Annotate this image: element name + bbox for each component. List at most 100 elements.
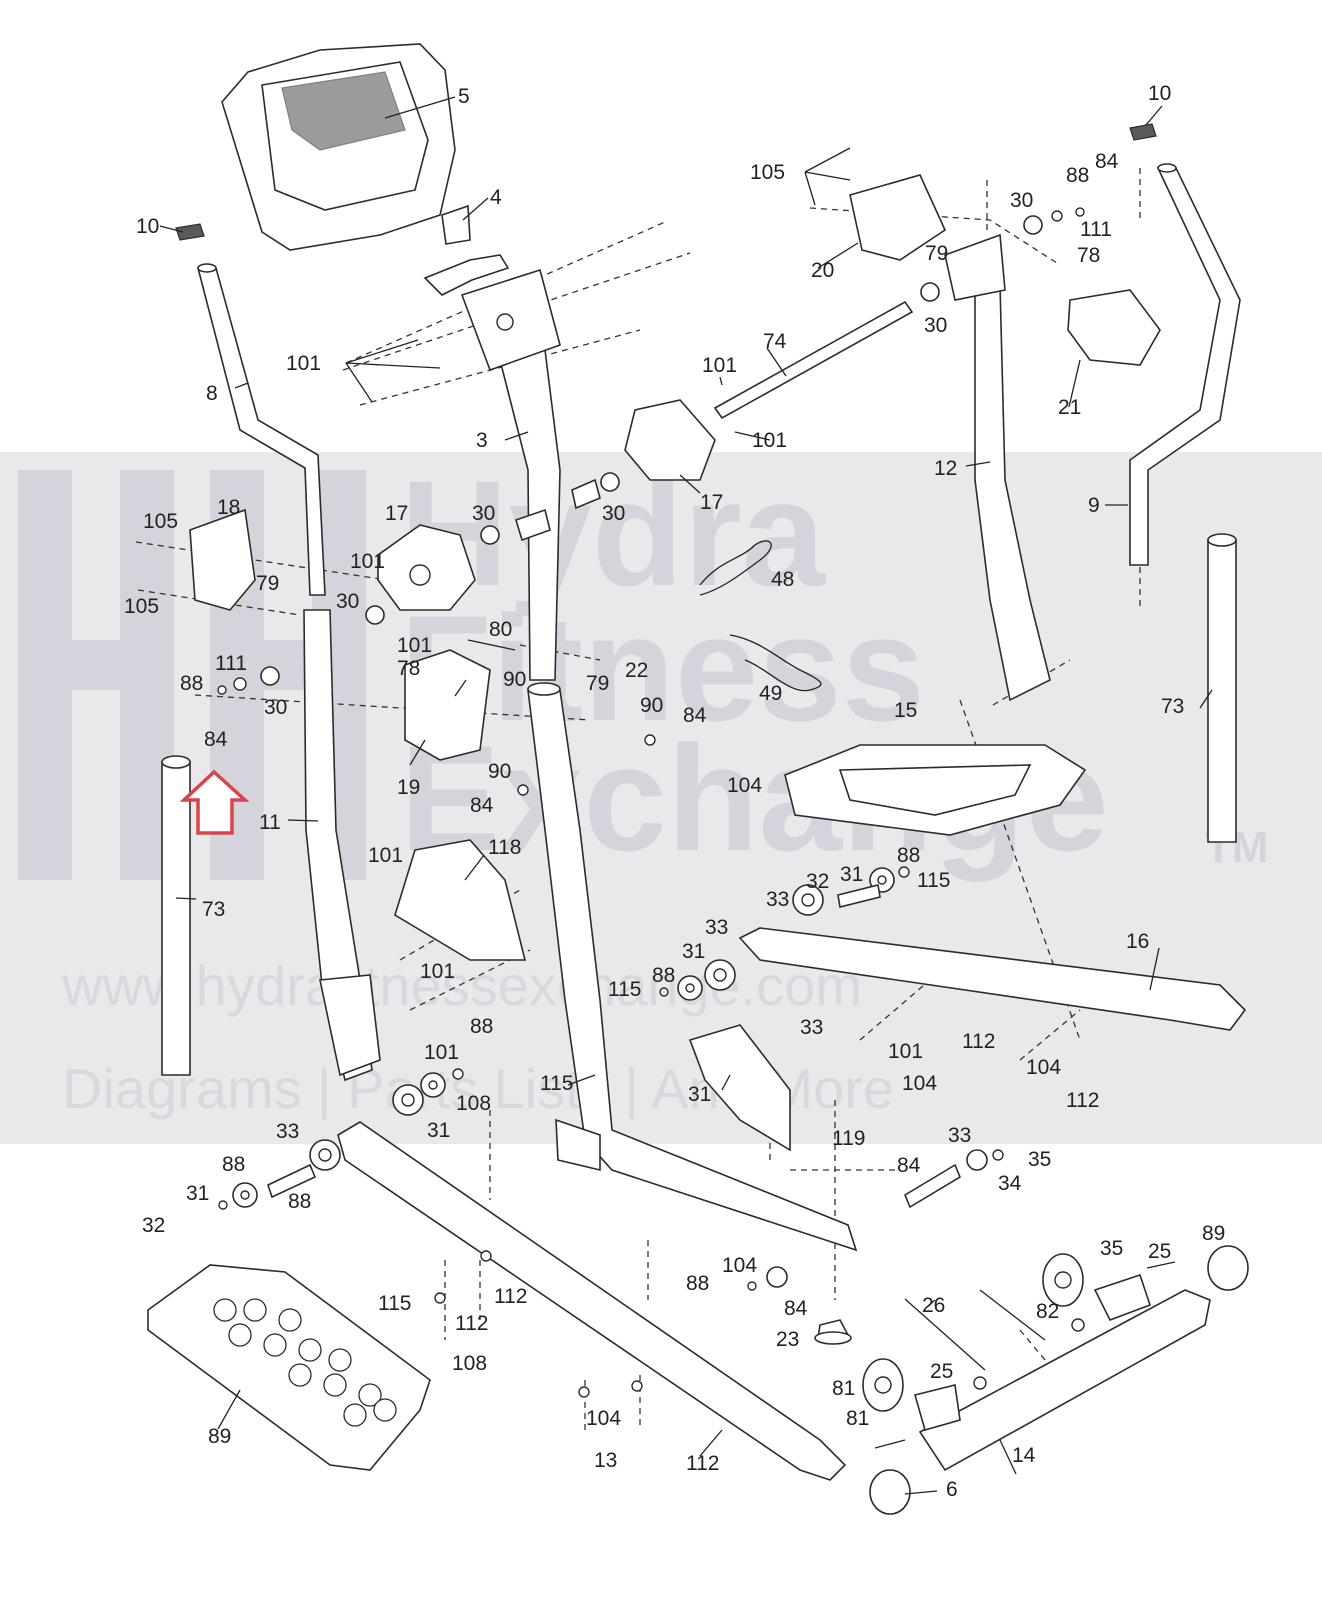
console-part-5 (221, 43, 456, 251)
label-79-top: 79 (925, 242, 948, 265)
label-108-b: 112 (455, 1312, 488, 1335)
label-10-right: 10 (1148, 82, 1171, 105)
label-84-c: 84 (470, 794, 494, 817)
label-23-a: 89 (1202, 1222, 1225, 1245)
label-31-c: 108 (456, 1092, 491, 1115)
label-81-b: 25 (930, 1360, 953, 1383)
label-89-b: 81 (846, 1407, 869, 1430)
label-101-c: 101 (350, 550, 385, 573)
left-lower-arm-part-11 (303, 609, 381, 1082)
label-74: 74 (763, 330, 787, 353)
label-33-d: 33 (276, 1120, 299, 1143)
pedal-part-13 (147, 1264, 431, 1471)
label-101-left: 101 (286, 352, 321, 375)
label-115-a: 115 (917, 869, 950, 892)
label-84-top: 84 (1095, 150, 1119, 173)
label-79-mid: 79 (586, 672, 609, 695)
label-30-b: 30 (472, 502, 495, 525)
label-11: 11 (259, 811, 281, 834)
end-caps-part-10 (175, 123, 1157, 241)
pedal-part-15 (784, 744, 1087, 836)
label-34: 84 (897, 1154, 921, 1177)
label-105-left-a: 105 (143, 510, 178, 533)
label-30-d: 30 (336, 590, 359, 613)
label-78-left: 78 (397, 657, 420, 680)
shrouds (189, 174, 1161, 1152)
label-10-left: 10 (136, 215, 159, 238)
label-89-a: 25 (1148, 1240, 1171, 1263)
frame-part-1 (527, 682, 858, 1252)
label-112-a: 101 (888, 1040, 923, 1063)
label-17-left: 17 (385, 502, 408, 525)
label-105-left-b: 105 (124, 595, 159, 618)
label-101-g: 33 (800, 1016, 823, 1039)
pedal-arm-part-16 (738, 927, 1247, 1031)
label-31-b: 31 (682, 940, 705, 963)
small-hardware (217, 207, 1176, 1449)
label-84-highlight: 84 (204, 728, 228, 751)
label-101-e: 101 (368, 844, 403, 867)
label-22: 22 (625, 659, 648, 682)
label-88-b: 88 (897, 844, 920, 867)
label-1: 115 (540, 1072, 573, 1095)
label-80: 80 (489, 618, 512, 641)
label-23-b: 6 (946, 1478, 958, 1501)
label-112-b: 104 (1026, 1056, 1061, 1079)
label-33-a: 33 (766, 888, 789, 911)
label-79-left: 79 (256, 572, 279, 595)
label-25-b: 81 (832, 1377, 855, 1400)
label-12: 12 (934, 457, 957, 480)
label-115-c: 88 (470, 1015, 493, 1038)
label-104-a: 104 (727, 774, 762, 797)
label-48: 48 (771, 568, 794, 591)
label-90-b: 90 (640, 694, 663, 717)
label-78-top: 78 (1077, 244, 1100, 267)
label-35-a: 33 (948, 1124, 971, 1147)
label-3: 3 (476, 429, 488, 452)
label-9: 9 (1088, 494, 1100, 517)
label-88-top: 88 (1066, 164, 1089, 187)
label-111-left: 111 (215, 652, 247, 675)
label-4: 4 (490, 186, 502, 209)
label-30-c: 30 (602, 502, 625, 525)
label-15: 15 (894, 699, 917, 722)
label-90-c: 90 (488, 760, 511, 783)
label-105-top: 105 (750, 161, 785, 184)
label-30-e: 30 (264, 696, 287, 719)
part-labels: 5 4 10 10 105 88 84 30 111 78 79 20 30 1… (124, 82, 1225, 1501)
label-84-d: 35 (1028, 1148, 1051, 1171)
label-81-a: 82 (1036, 1300, 1059, 1323)
label-112-e: 104 (586, 1407, 621, 1430)
label-118: 118 (488, 836, 521, 859)
label-115-d: 32 (142, 1214, 165, 1237)
label-88-left: 88 (180, 672, 203, 695)
label-13: 89 (208, 1425, 231, 1448)
label-16: 16 (1126, 930, 1149, 953)
leader-lines (159, 96, 1213, 1495)
label-5: 5 (458, 85, 470, 108)
label-115-b: 115 (608, 978, 641, 1001)
label-32-b: 88 (288, 1190, 311, 1213)
label-104-c: 112 (1066, 1089, 1099, 1112)
label-119: 31 (688, 1083, 711, 1106)
label-101-f: 101 (420, 960, 455, 983)
label-101-d: 101 (397, 634, 432, 657)
label-84-mid: 84 (683, 704, 707, 727)
label-17-right: 17 (700, 491, 723, 514)
label-104-e: 13 (594, 1449, 617, 1472)
label-73-left: 73 (202, 898, 225, 921)
label-88-e: 34 (998, 1172, 1022, 1195)
label-112-c: 115 (378, 1292, 411, 1315)
label-25-a: 35 (1100, 1237, 1123, 1260)
label-33-b: 33 (705, 916, 728, 939)
label-112-d: 112 (494, 1285, 527, 1308)
label-35-b: 84 (784, 1297, 808, 1320)
right-upper-arm-part-9 (1129, 163, 1241, 566)
right-lower-arm-part-12 (944, 233, 1051, 702)
label-101-b: 101 (752, 429, 787, 452)
label-88-d: 101 (424, 1041, 459, 1064)
label-82: 26 (922, 1294, 945, 1317)
label-14: 112 (686, 1452, 719, 1475)
wire-harness-48-49 (699, 540, 822, 692)
label-88-c: 88 (652, 964, 675, 987)
